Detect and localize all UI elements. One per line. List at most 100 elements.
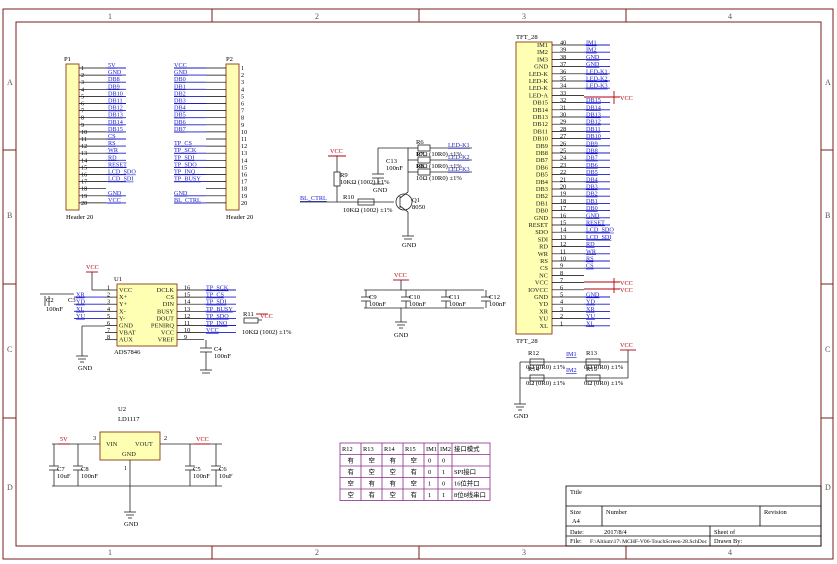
u1-net-label: TP_BUSY [206,306,233,313]
net-label: TP_SCK [174,147,197,154]
table-cell: 有 [390,479,396,488]
u1-part: ADS7846 [114,349,141,356]
u2-body [99,431,161,461]
c2-val: 100nF [46,306,63,313]
tft-net-label: DB11 [586,126,601,133]
net-label: TP_BUSY [174,176,201,183]
pin-number: 12 [241,143,247,150]
tft-pin-label: LED-K [529,78,549,85]
table-cell: 0 [428,469,431,476]
u2-gnd-pin: GND [122,451,136,458]
net-label: DB4 [174,105,186,112]
table-cell: 空 [369,467,375,476]
pin-number: 9 [81,122,84,129]
r10-val: 10KΩ (1002) ±1% [343,207,393,214]
tft-net-label: XL [586,320,594,327]
bl-res-ref: R8 [416,163,424,170]
tft-pin-label: YU [539,316,549,323]
tft-pin-label: DB15 [533,100,548,107]
table-cell: 1 [428,492,431,499]
net-label: BL_CTRL [174,197,201,204]
bl-led-net: LED-K1 [448,142,470,149]
tft-pin-label: SDO [535,229,548,236]
pin-number: 3 [241,79,244,86]
tft-pin-label: LED-K [529,85,549,92]
tft-pin-number: 23 [560,162,566,169]
tft-net-label: RD [586,241,595,248]
u1-pin-number: 16 [184,285,190,292]
tft-pin-label: GND [534,215,548,222]
im-vcc: VCC [620,342,633,349]
u2-ref: U2 [118,406,126,413]
tft-pin-label: DB0 [536,208,548,215]
tft-pin-number: 22 [560,169,566,176]
table-cell: 16位并口 [454,479,480,488]
u2-pin1: 1 [124,465,127,472]
zone-row-right: C [825,345,830,354]
table-cell: 有 [390,456,396,465]
tb-size-label: Size [570,509,581,516]
table-cell: 空 [411,479,417,488]
tft-pin-label: IM2 [537,49,548,56]
tft-pin-number: 37 [560,61,566,68]
r10-ref: R10 [343,194,355,201]
q1-ref: Q1 [412,197,420,204]
bl-led-net: LED-K3 [448,166,470,173]
interface-mode-table: R12有有空空R13空空有有R14有空有空R15空有空有IM10011IM201… [339,442,491,501]
net-label: DB1 [174,83,186,90]
r11-body [243,317,259,324]
u1-net-label: XR [76,292,85,299]
p2-body [225,63,240,211]
u1-pin-number: 6 [107,320,110,327]
tft-net-label: RS [586,256,594,263]
reg-cap-val: 10uF [219,473,233,480]
tft-pin-number: 6 [560,284,563,291]
r15-body [585,374,601,382]
backlight-driver: VCC R9 10KΩ (1002) ±1% BL_CTRL R10 10KΩ … [300,139,472,249]
net-label: TP_SDO [174,161,197,168]
u1-ref: U1 [114,276,122,283]
tft-pin-label: XL [539,323,548,330]
r12-body [529,358,545,366]
u1-pin-label: X- [119,308,126,315]
reg-gnd: GND [124,521,139,528]
net-label: TP_CS [174,140,192,147]
tft-body [515,41,553,335]
dec-cap-ref: C11 [449,294,460,301]
u1-pin-number: 7 [107,327,110,334]
tft-pin-number: 33 [560,90,566,97]
tft-pin-label: DB2 [536,193,548,200]
tft-net-label: RESET [586,220,605,227]
r12-ref: R12 [528,350,539,357]
tft-net-label: DB2 [586,191,598,198]
tft-pin-number: 15 [560,220,566,227]
pin-number: 19 [81,193,87,200]
tft-pin-number: 29 [560,119,566,126]
tft-pin-label: DB4 [536,179,549,186]
tft-pin-label: DB12 [533,121,548,128]
r14-ref: R14 [528,366,540,373]
u2-pin3: 3 [93,435,96,442]
u1-pin-number: 4 [107,306,110,313]
pin-number: 14 [241,157,247,164]
im-select-resistors: GND VCC R12 R14 R13 R15 IM1 IM2 0Ω (0R0)… [514,342,636,420]
pin-number: 15 [81,164,87,171]
tft-pin-label: GND [534,64,548,71]
tft-pin-number: 25 [560,148,566,155]
tft-net-label: GND [586,61,600,68]
u1-pin-label: VBAT [119,330,136,337]
u1-pin-label: BUSY [157,308,174,315]
c2-ref: C2 [46,297,54,304]
c13-val: 100nF [386,165,403,172]
tft-pin-label: RS [540,258,548,265]
im2-net: IM2 [566,367,577,374]
tft-pin-number: 9 [560,263,563,270]
tft-pin-label: CS [540,265,548,272]
bl-ctrl-net: BL_CTRL [300,195,327,202]
pin-number: 14 [81,157,87,164]
u1-net-label: TP_INQ [206,320,228,327]
pin-number: 2 [81,72,84,79]
pin-number: 10 [241,129,247,136]
